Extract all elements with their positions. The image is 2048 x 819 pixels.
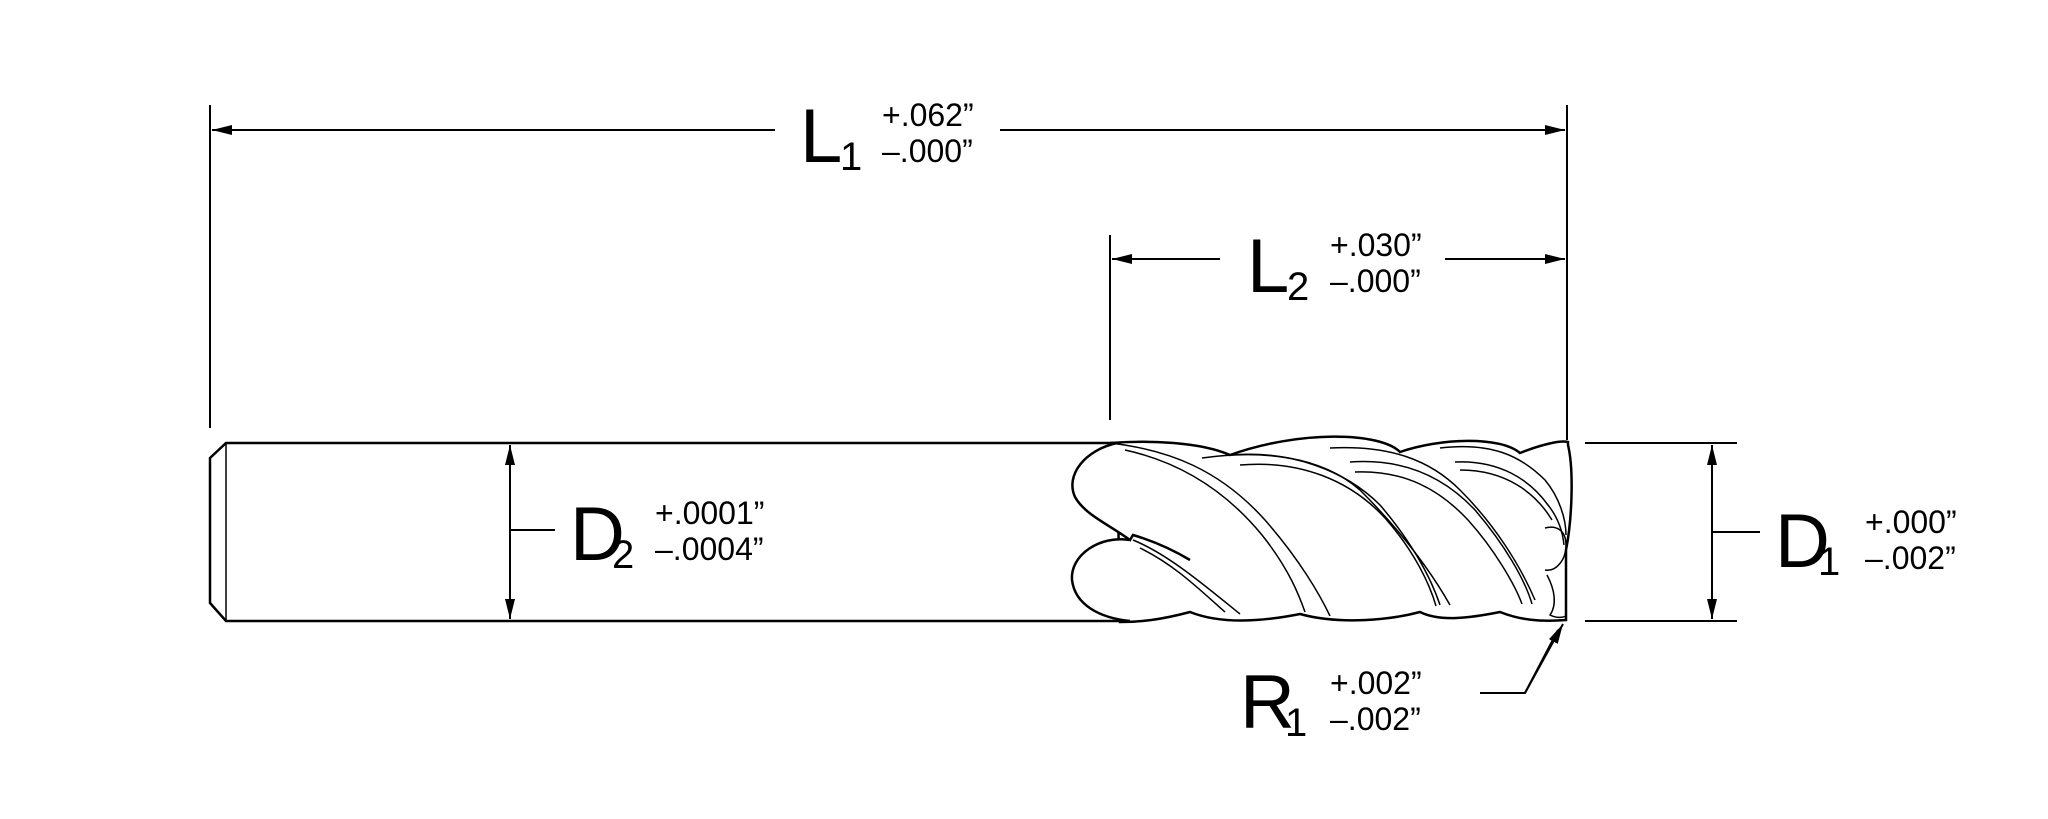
shank (208, 441, 1130, 623)
L1-subscript: 1 (840, 135, 862, 179)
R1-symbol: R (1240, 660, 1295, 745)
dimension-D2: D 2 +.0001” –.0004” (505, 445, 764, 619)
end-face-detail (1544, 526, 1567, 571)
D1-subscript: 1 (1818, 540, 1840, 584)
L1-tol-plus: +.062” (882, 97, 974, 133)
dimension-R1: R 1 +.002” –.002” (1240, 623, 1564, 745)
R1-arrow (1524, 623, 1564, 694)
D1-symbol: D (1775, 499, 1830, 584)
D2-subscript: 2 (612, 533, 634, 577)
L2-tol-minus: –.000” (1330, 263, 1421, 299)
end-mill-body (208, 435, 1573, 624)
D2-tol-minus: –.0004” (655, 531, 764, 567)
dimension-L1: L 1 +.062” –.000” (212, 94, 1565, 179)
R1-tol-minus: –.002” (1330, 701, 1421, 737)
flute-lobe-upper (1071, 441, 1191, 562)
flute-lobe-lower (1070, 537, 1131, 623)
dimension-D1: D 1 +.000” –.002” (1707, 445, 1957, 619)
D1-tol-minus: –.002” (1865, 540, 1956, 576)
D2-tol-plus: +.0001” (655, 495, 764, 531)
R1-leader (1480, 629, 1559, 694)
R1-subscript: 1 (1285, 701, 1307, 745)
L2-tol-plus: +.030” (1330, 227, 1422, 263)
dimension-L2: L 2 +.030” –.000” (1112, 224, 1565, 309)
R1-tol-plus: +.002” (1330, 665, 1422, 701)
L1-symbol: L (800, 94, 842, 179)
D2-symbol: D (570, 492, 625, 577)
D1-tol-plus: +.000” (1865, 504, 1957, 540)
flute-section-outline (1109, 435, 1573, 624)
helical-flute-edges (1109, 442, 1567, 617)
L1-tol-minus: –.000” (882, 133, 973, 169)
corner-radius-detail (1546, 574, 1567, 619)
L2-symbol: L (1247, 224, 1289, 309)
L2-subscript: 2 (1287, 265, 1309, 309)
extension-lines (209, 105, 1737, 622)
